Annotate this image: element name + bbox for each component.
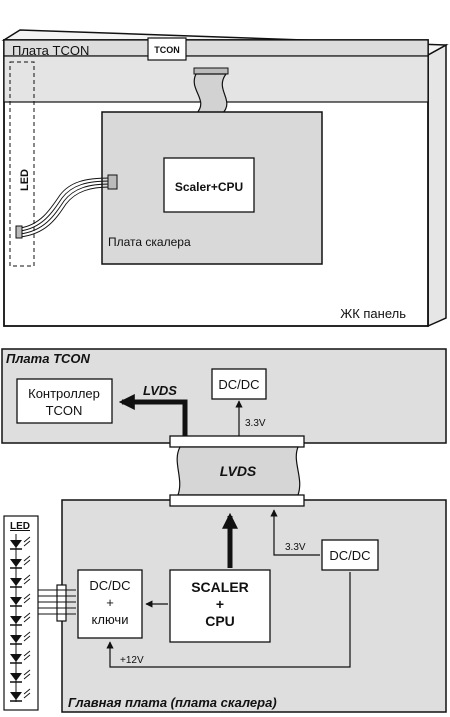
block-diagram: Плата TCON Контроллер TCON DC/DC LVDS 3.… bbox=[1, 348, 447, 713]
led-diode-icon bbox=[10, 593, 31, 607]
dcdc-keys-block bbox=[77, 569, 143, 639]
scaler-cpu-line3: CPU bbox=[205, 613, 235, 629]
main-12v-line bbox=[106, 572, 351, 668]
tcon-controller-line1: Контроллер bbox=[28, 386, 100, 401]
lvds-cable-label: LVDS bbox=[220, 463, 257, 479]
led-diode-group bbox=[10, 534, 31, 702]
tcon-board-label: Плата TCON bbox=[12, 43, 89, 58]
main-lvds-connector bbox=[169, 494, 305, 507]
led-diode-icon bbox=[10, 688, 31, 702]
scaler-board-label: Плата скалера bbox=[108, 235, 191, 249]
tcon-lvds-arrow bbox=[118, 393, 188, 436]
lvds-cable-top-connector bbox=[193, 67, 229, 75]
led-diode-icon bbox=[10, 631, 31, 645]
led-board-connector bbox=[56, 584, 67, 622]
tcon-controller-block bbox=[16, 378, 113, 424]
tcon-lvds-connector bbox=[169, 435, 305, 448]
main-board-title: Главная плата (плата скалера) bbox=[68, 695, 277, 710]
led-strip-connector bbox=[15, 225, 23, 239]
led-diode-icon bbox=[10, 612, 31, 626]
led-cable bbox=[19, 177, 111, 238]
dcdc-keys-line3: ключи bbox=[92, 612, 129, 627]
dcdc-keys-line2: + bbox=[106, 595, 114, 610]
led-diode-icon bbox=[10, 536, 31, 550]
led-diode-icon bbox=[10, 555, 31, 569]
scaler-chip bbox=[163, 157, 255, 213]
lcd-panel-side bbox=[427, 43, 447, 328]
led-diode-icon bbox=[10, 650, 31, 664]
led-wires bbox=[36, 589, 76, 615]
tcon-chip-label: TCON bbox=[154, 45, 180, 55]
scaler-cpu-line1: SCALER bbox=[191, 579, 249, 595]
tcon-33v-label: 3.3V bbox=[245, 418, 266, 429]
led-strip bbox=[9, 61, 35, 267]
scaler-chip-label: Scaler+CPU bbox=[175, 180, 243, 194]
tcon-dcdc-block bbox=[211, 368, 267, 400]
led-diode-icon bbox=[10, 669, 31, 683]
led-cable-connector bbox=[107, 174, 118, 190]
scaler-cpu-block bbox=[169, 569, 271, 643]
led-strip-label: LED bbox=[19, 169, 31, 191]
led-diode-icon bbox=[10, 574, 31, 588]
tcon-board-title: Плата TCON bbox=[6, 351, 91, 366]
main-dcdc-label: DC/DC bbox=[329, 548, 370, 563]
lcd-panel-label: ЖК панель bbox=[340, 306, 406, 321]
tcon-controller-line2: TCON bbox=[46, 403, 83, 418]
dcdc-keys-line1: DC/DC bbox=[89, 578, 130, 593]
main-33v-label: 3.3V bbox=[285, 542, 306, 553]
tcon-lvds-label: LVDS bbox=[143, 383, 177, 398]
main-33v-line bbox=[270, 509, 320, 556]
tcon-dcdc-label: DC/DC bbox=[218, 377, 259, 392]
led-strip-block bbox=[3, 515, 39, 711]
tcon-chip bbox=[147, 37, 187, 61]
main-dcdc-block bbox=[321, 539, 379, 571]
led-strip-block-label: LED bbox=[10, 521, 30, 532]
lcd-panel-view: Плата TCON TCON Scaler+CPU Плата скалера… bbox=[1, 29, 449, 328]
main-12v-label: +12V bbox=[120, 655, 144, 666]
scaler-cpu-line2: + bbox=[216, 596, 224, 612]
